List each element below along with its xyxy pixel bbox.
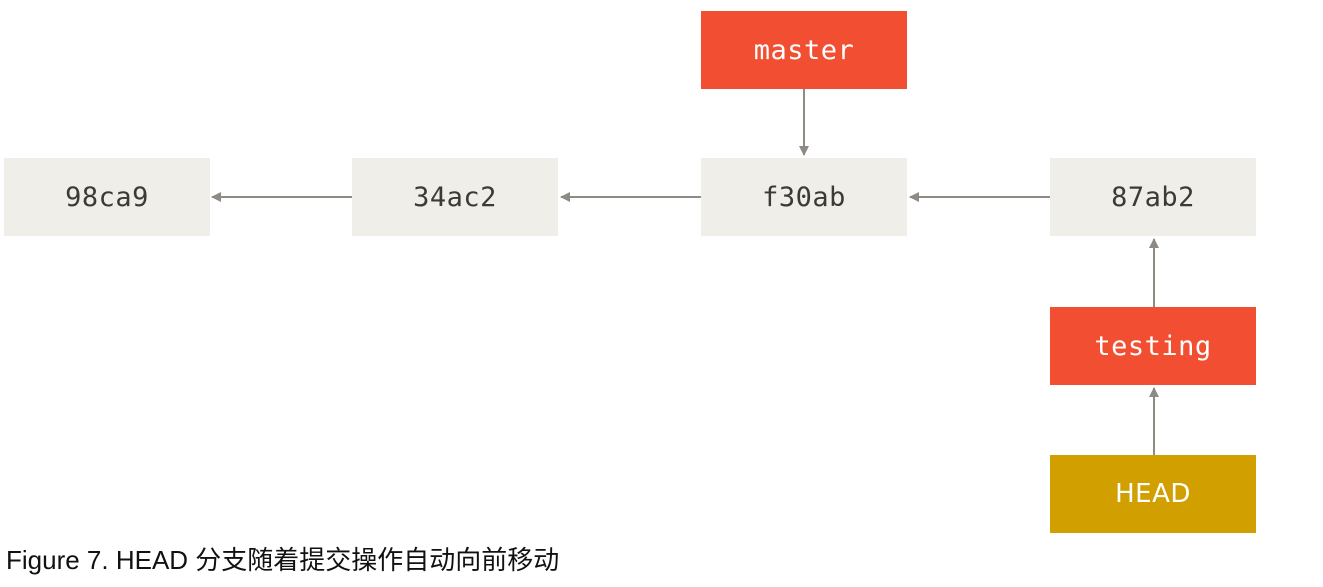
commit-87ab2-label: 87ab2 [1111,181,1195,213]
git-branch-diagram: 98ca9 34ac2 f30ab 87ab2 master testing H… [4,11,1256,533]
commit-34ac2: 34ac2 [352,158,558,236]
commit-87ab2: 87ab2 [1050,158,1256,236]
head-pointer-label: HEAD [1115,479,1191,509]
commit-98ca9: 98ca9 [4,158,210,236]
figure-caption: Figure 7. HEAD 分支随着提交操作自动向前移动 [6,545,560,575]
head-pointer: HEAD [1050,455,1256,533]
branch-testing-label: testing [1094,330,1212,362]
diagram-arrows [211,89,1159,455]
branch-testing: testing [1050,307,1256,385]
commit-f30ab-label: f30ab [762,181,846,213]
commit-f30ab: f30ab [701,158,907,236]
branch-master-label: master [753,34,855,66]
commit-34ac2-label: 34ac2 [413,181,497,213]
commit-98ca9-label: 98ca9 [65,181,149,213]
branch-master: master [701,11,907,89]
